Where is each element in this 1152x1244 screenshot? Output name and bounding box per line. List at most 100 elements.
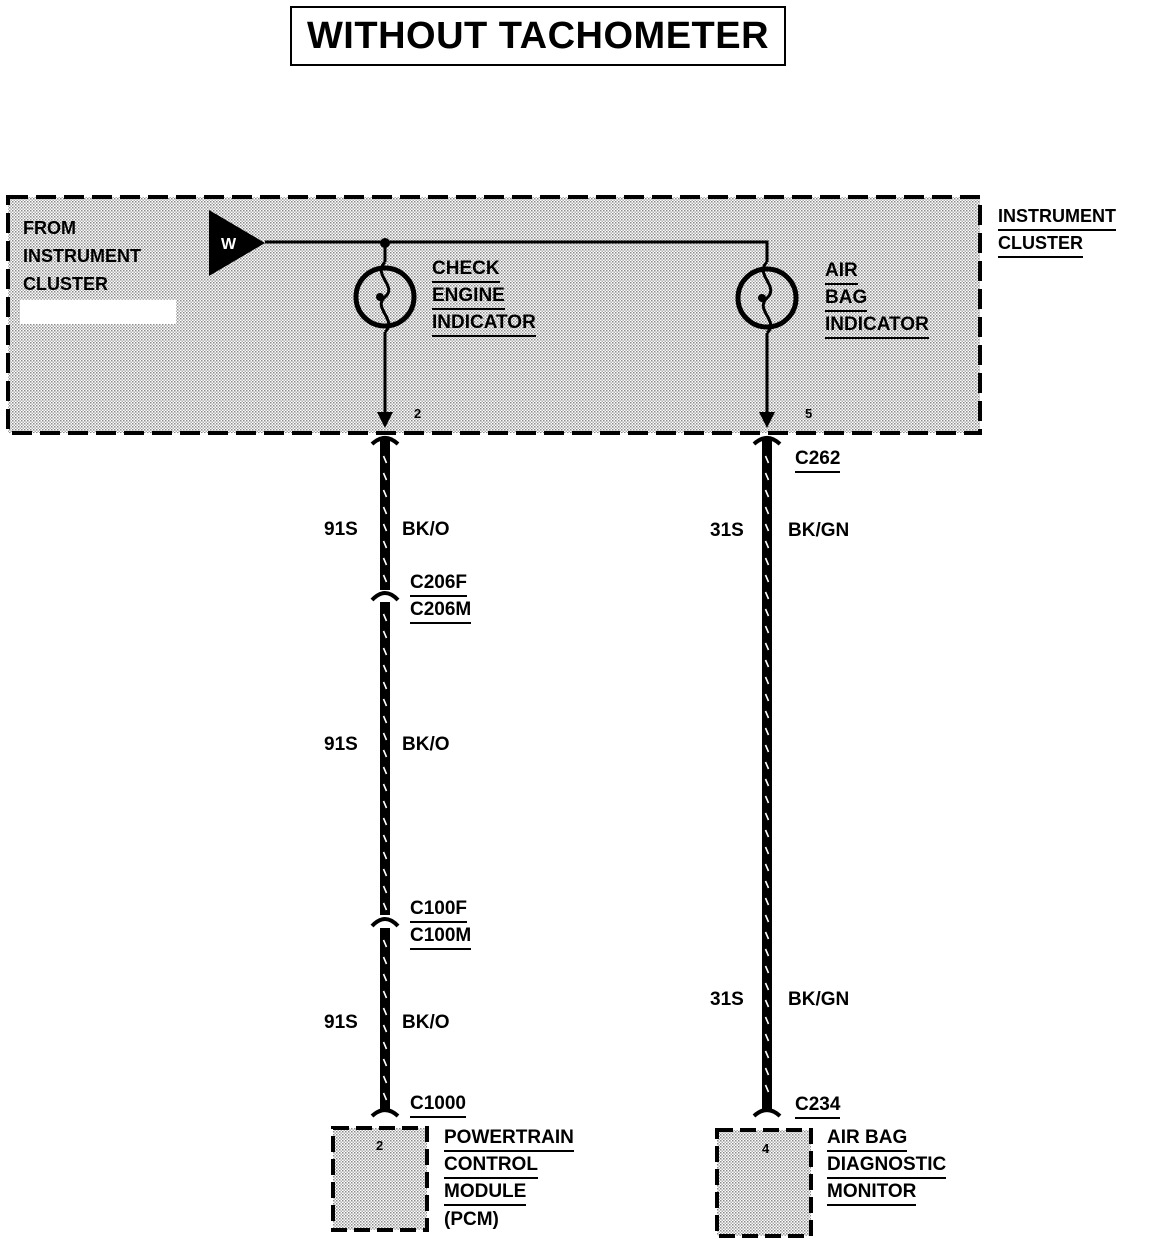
wire-color-label: BK/GN: [788, 989, 850, 1010]
adm-label: AIR BAG DIAGNOSTIC MONITOR: [827, 1125, 947, 1206]
wire-stripe: [764, 557, 770, 566]
adm-pin-4: 4: [762, 1141, 770, 1156]
wire-stripe: [764, 591, 770, 600]
wire-stripe: [382, 557, 388, 566]
wire-stripe: [382, 698, 388, 707]
wire-stripe: [764, 506, 770, 515]
wire-stripe: [382, 885, 388, 894]
instrument-cluster-label: INSTRUMENT CLUSTER: [998, 204, 1116, 258]
wire-stripe: [382, 664, 388, 673]
wire-stripe: [764, 710, 770, 719]
wire-stripe: [764, 625, 770, 634]
wire-color-label: BK/O: [402, 519, 450, 540]
wire-stripe: [382, 851, 388, 860]
wire-stripe: [382, 939, 388, 948]
wire-stripe: [764, 489, 770, 498]
wire-stripe: [382, 973, 388, 982]
wire-circuit-label: 31S: [710, 520, 744, 541]
wire-stripe: [764, 455, 770, 464]
wire-stripe: [764, 1084, 770, 1093]
wire-stripe: [382, 647, 388, 656]
wire-stripe: [764, 829, 770, 838]
wire-stripe: [382, 540, 388, 549]
connector-c206: C206F C206M: [410, 570, 472, 624]
wire-stripe: [382, 749, 388, 758]
wire-stripe: [764, 897, 770, 906]
splice-dot: [380, 238, 390, 248]
wire-color-label: BK/O: [402, 1012, 450, 1033]
wire-stripe: [764, 472, 770, 481]
wire-stripe: [764, 540, 770, 549]
wire-circuit-label: 31S: [710, 989, 744, 1010]
wire-stripe: [382, 834, 388, 843]
wire-stripe: [764, 778, 770, 787]
wire-stripe: [382, 455, 388, 464]
wire-stripe: [382, 523, 388, 532]
connector-c234: C234: [795, 1092, 841, 1119]
diagram-title: WITHOUT TACHOMETER: [306, 14, 770, 57]
wire-stripe: [764, 846, 770, 855]
wire-stripe: [382, 902, 388, 911]
wire-stripe: [382, 630, 388, 639]
wire-stripe: [764, 880, 770, 889]
wire-stripe: [764, 1016, 770, 1025]
pcm-pin-2: 2: [376, 1138, 384, 1153]
cluster-pin-5: 5: [805, 406, 813, 421]
wire-stripe: [382, 506, 388, 515]
label-mask: [20, 300, 176, 324]
wire-stripe: [764, 863, 770, 872]
right-pin-arrow: [759, 412, 775, 428]
wire-stripe: [764, 727, 770, 736]
connector-c262: C262: [795, 446, 841, 473]
wire-stripe: [382, 800, 388, 809]
wire-stripe: [764, 812, 770, 821]
source-badge: W: [221, 236, 237, 253]
wire-stripe: [764, 608, 770, 617]
wire-stripe: [382, 1007, 388, 1016]
connector-c1000: C1000: [410, 1091, 466, 1118]
wire-stripe: [764, 1050, 770, 1059]
wire-stripe: [382, 766, 388, 775]
wire-stripe: [764, 931, 770, 940]
wire-stripe: [382, 1075, 388, 1084]
left-pin-arrow: [377, 412, 393, 428]
wire-circuit-label: 91S: [324, 734, 358, 755]
adm-module-box: [715, 1128, 813, 1238]
wire-31s: [752, 436, 782, 1118]
wire-color-label: BK/O: [402, 734, 450, 755]
wire-stripe: [764, 659, 770, 668]
pcm-module-box: [331, 1126, 429, 1232]
air-bag-indicator-label: AIR BAG INDICATOR: [825, 258, 929, 339]
wire-stripe: [382, 1024, 388, 1033]
wire-stripe: [764, 795, 770, 804]
source-triangle: [209, 210, 265, 276]
wire-stripe: [382, 956, 388, 965]
wire-stripe: [764, 1067, 770, 1076]
wire-stripe: [382, 1058, 388, 1067]
wire-stripe: [764, 982, 770, 991]
wire-stripe: [764, 744, 770, 753]
wire-circuit-label: 91S: [324, 1012, 358, 1033]
wire-stripe: [382, 574, 388, 583]
wire-stripe: [382, 613, 388, 622]
wire-stripe: [382, 990, 388, 999]
wire-stripe: [382, 472, 388, 481]
wire-stripe: [382, 732, 388, 741]
wire-stripe: [764, 523, 770, 532]
wire-91s: [370, 436, 400, 1118]
source-label: FROM INSTRUMENT CLUSTER: [23, 218, 141, 294]
check-engine-indicator-label: CHECK ENGINE INDICATOR: [432, 256, 536, 337]
wire-stripe: [764, 693, 770, 702]
wire-stripe: [382, 1041, 388, 1050]
wire-stripe: [764, 914, 770, 923]
wire-stripe: [382, 783, 388, 792]
wire-stripe: [382, 1092, 388, 1101]
wire-stripe: [764, 642, 770, 651]
wire-stripe: [764, 965, 770, 974]
feed-wire: [265, 240, 769, 262]
wire-stripe: [764, 1033, 770, 1042]
wire-stripe: [764, 999, 770, 1008]
cluster-pin-2: 2: [414, 406, 422, 421]
pcm-label: POWERTRAIN CONTROL MODULE (PCM): [444, 1127, 574, 1230]
